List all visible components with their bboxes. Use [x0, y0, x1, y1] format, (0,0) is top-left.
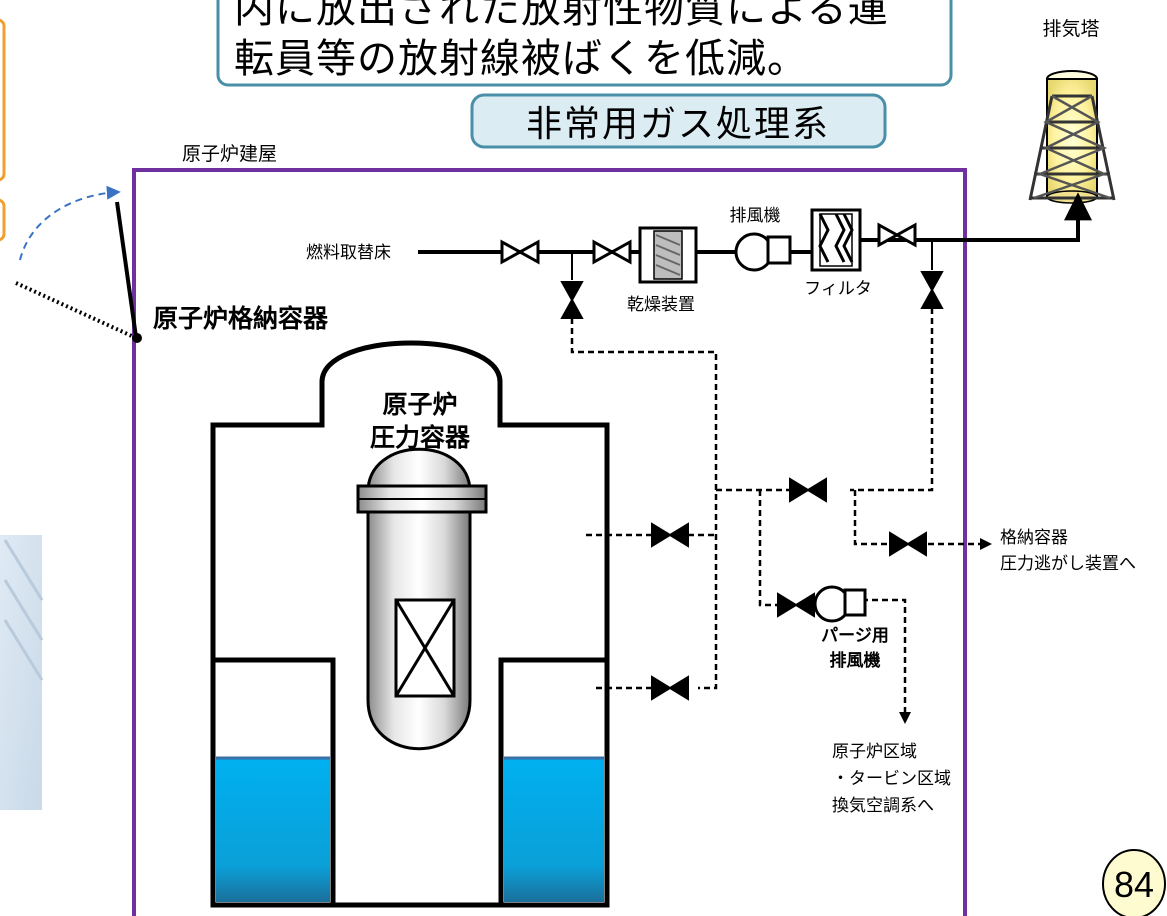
pool-water-left [216, 758, 330, 902]
valve-icon [500, 239, 540, 265]
containment-label: 原子炉格納容器 [153, 304, 329, 333]
callout-line-2: 転員等の放射線被ばくを低減。 [234, 36, 808, 82]
exhaust-fan-label: 排風機 [730, 206, 781, 226]
containment-hatch [15, 185, 142, 343]
dashed-piping [570, 308, 980, 712]
orange-frame-fragment [0, 18, 6, 182]
valve-icon [920, 271, 944, 309]
valve-icon [651, 675, 689, 701]
system-title: 非常用ガス処理系 [526, 104, 830, 145]
reactor-pressure-vessel [356, 447, 488, 751]
filter-cartridge-icon [810, 208, 862, 272]
dryer-cartridge-icon [638, 226, 698, 284]
filter-label: フィルタ [804, 279, 872, 299]
fan-icon [734, 232, 792, 272]
hvac-label-1: 原子炉区域 [832, 742, 917, 762]
dryer-label: 乾燥装置 [627, 295, 695, 315]
reactor-building-label: 原子炉建屋 [182, 143, 277, 165]
relief-label-1: 格納容器 [1000, 528, 1068, 548]
valve-icon [877, 222, 917, 248]
hvac-label-3: 換気空調系へ [832, 796, 934, 816]
page-number-badge [1102, 849, 1166, 916]
orange-frame-fragment-2 [0, 198, 6, 242]
pool-water-right [504, 758, 604, 902]
refueling-floor-label: 燃料取替床 [306, 243, 391, 263]
exhaust-tower-label: 排気塔 [1042, 18, 1099, 40]
valve-icon [560, 281, 584, 319]
callout-box [216, 0, 953, 87]
rpv-label-1: 原子炉 [382, 390, 457, 419]
relief-label-2: 圧力逃がし装置へ [1000, 554, 1136, 574]
fan-icon [813, 585, 867, 623]
valve-icon [592, 239, 632, 265]
rpv-label-2: 圧力容器 [370, 423, 471, 452]
callout-line-1: 内に放出された放射性物質による運 [234, 0, 889, 32]
valve-icon [889, 531, 927, 557]
valve-icon [789, 477, 827, 503]
system-title-pill [470, 93, 887, 149]
purge-fan-label-1: パージ用 [821, 626, 889, 646]
reactor-building-wall [132, 168, 967, 916]
exhaust-tower-icon [1028, 70, 1116, 204]
purge-fan-label-2: 排風機 [830, 650, 881, 671]
valve-icon [777, 592, 815, 618]
hvac-label-2: ・タービン区域 [832, 769, 951, 789]
valve-icon [651, 522, 689, 548]
page-number: 84 [1114, 864, 1154, 905]
